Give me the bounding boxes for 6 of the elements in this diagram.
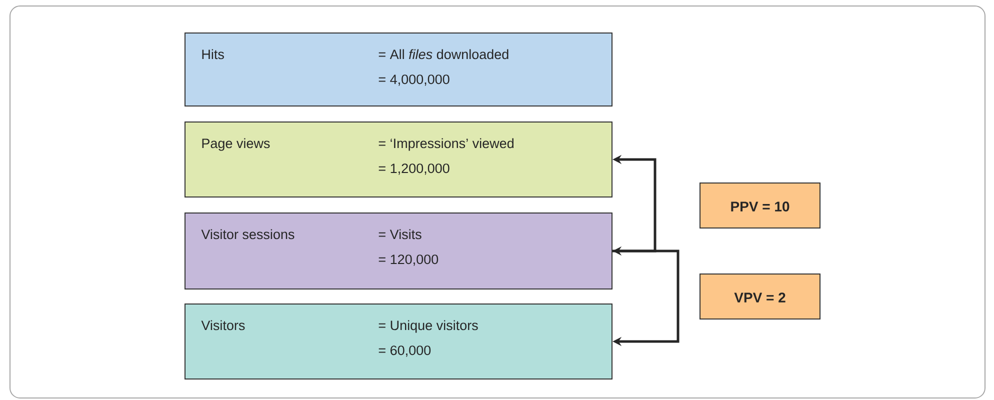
ratio-box: VPV = 2 [700,274,820,320]
ratio-box: PPV = 10 [700,182,820,228]
metric-box: Hits = All files downloaded = 4,000,000 [184,32,612,106]
metric-box: Page views = ‘Impressions’ viewed = 1,200,000 [184,122,612,198]
metric-box: Visitors = Unique visitors = 60,000 [184,304,612,380]
metric-box: Visitor sessions = Visits = 120,000 [184,212,612,290]
